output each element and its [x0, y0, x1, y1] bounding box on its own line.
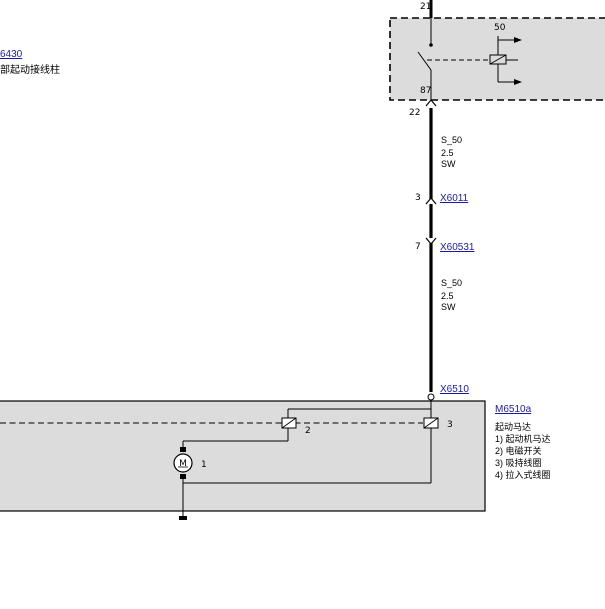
wire-bottom-size: 2.5: [441, 291, 454, 301]
connector-1-link[interactable]: X6011: [440, 193, 469, 204]
wire-top-color: SW: [441, 159, 456, 169]
starter-link[interactable]: M6510a: [495, 404, 532, 415]
callout-3: 3: [447, 420, 453, 430]
callout-1: 1: [201, 460, 207, 470]
starter-item-4: 4) 拉入式线圈: [495, 469, 551, 480]
ground-icon: [179, 516, 187, 520]
pin-22-label: 22: [409, 108, 420, 118]
pin-x6510-symbol: [427, 393, 435, 401]
pin-x60531-symbol: [425, 237, 437, 245]
pin-22-symbol: [425, 99, 437, 107]
wire-top-signal: S_50: [441, 135, 462, 145]
pin-x6011-symbol: [425, 197, 437, 205]
left-ref-link[interactable]: 6430: [0, 49, 23, 60]
wire-top-size: 2.5: [441, 148, 454, 158]
left-ref-desc: 部起动接线柱: [0, 63, 60, 76]
connector-2-link[interactable]: X60531: [440, 242, 475, 253]
connector-1-pin: 3: [415, 193, 421, 203]
starter-item-1: 1) 起动机马达: [495, 433, 551, 444]
callout-2: 2: [305, 426, 311, 436]
starter-item-3: 3) 吸持线圈: [495, 457, 542, 468]
relay-box: 87 50: [389, 0, 605, 101]
motor-icon: [173, 453, 193, 473]
relay-pin-87: 87: [420, 86, 431, 96]
starter-item-2: 2) 电磁开关: [495, 445, 542, 456]
relay-pin-50: 50: [494, 23, 506, 33]
wire-bottom-color: SW: [441, 302, 456, 312]
starter-title: 起动马达: [495, 421, 531, 432]
pin-21-label: 21: [420, 2, 431, 12]
motor-symbol: M: [179, 459, 187, 469]
connector-3-link[interactable]: X6510: [440, 384, 469, 395]
wire-bottom-signal: S_50: [441, 278, 462, 288]
connector-2-pin: 7: [415, 242, 421, 252]
starter-box: [0, 400, 486, 516]
